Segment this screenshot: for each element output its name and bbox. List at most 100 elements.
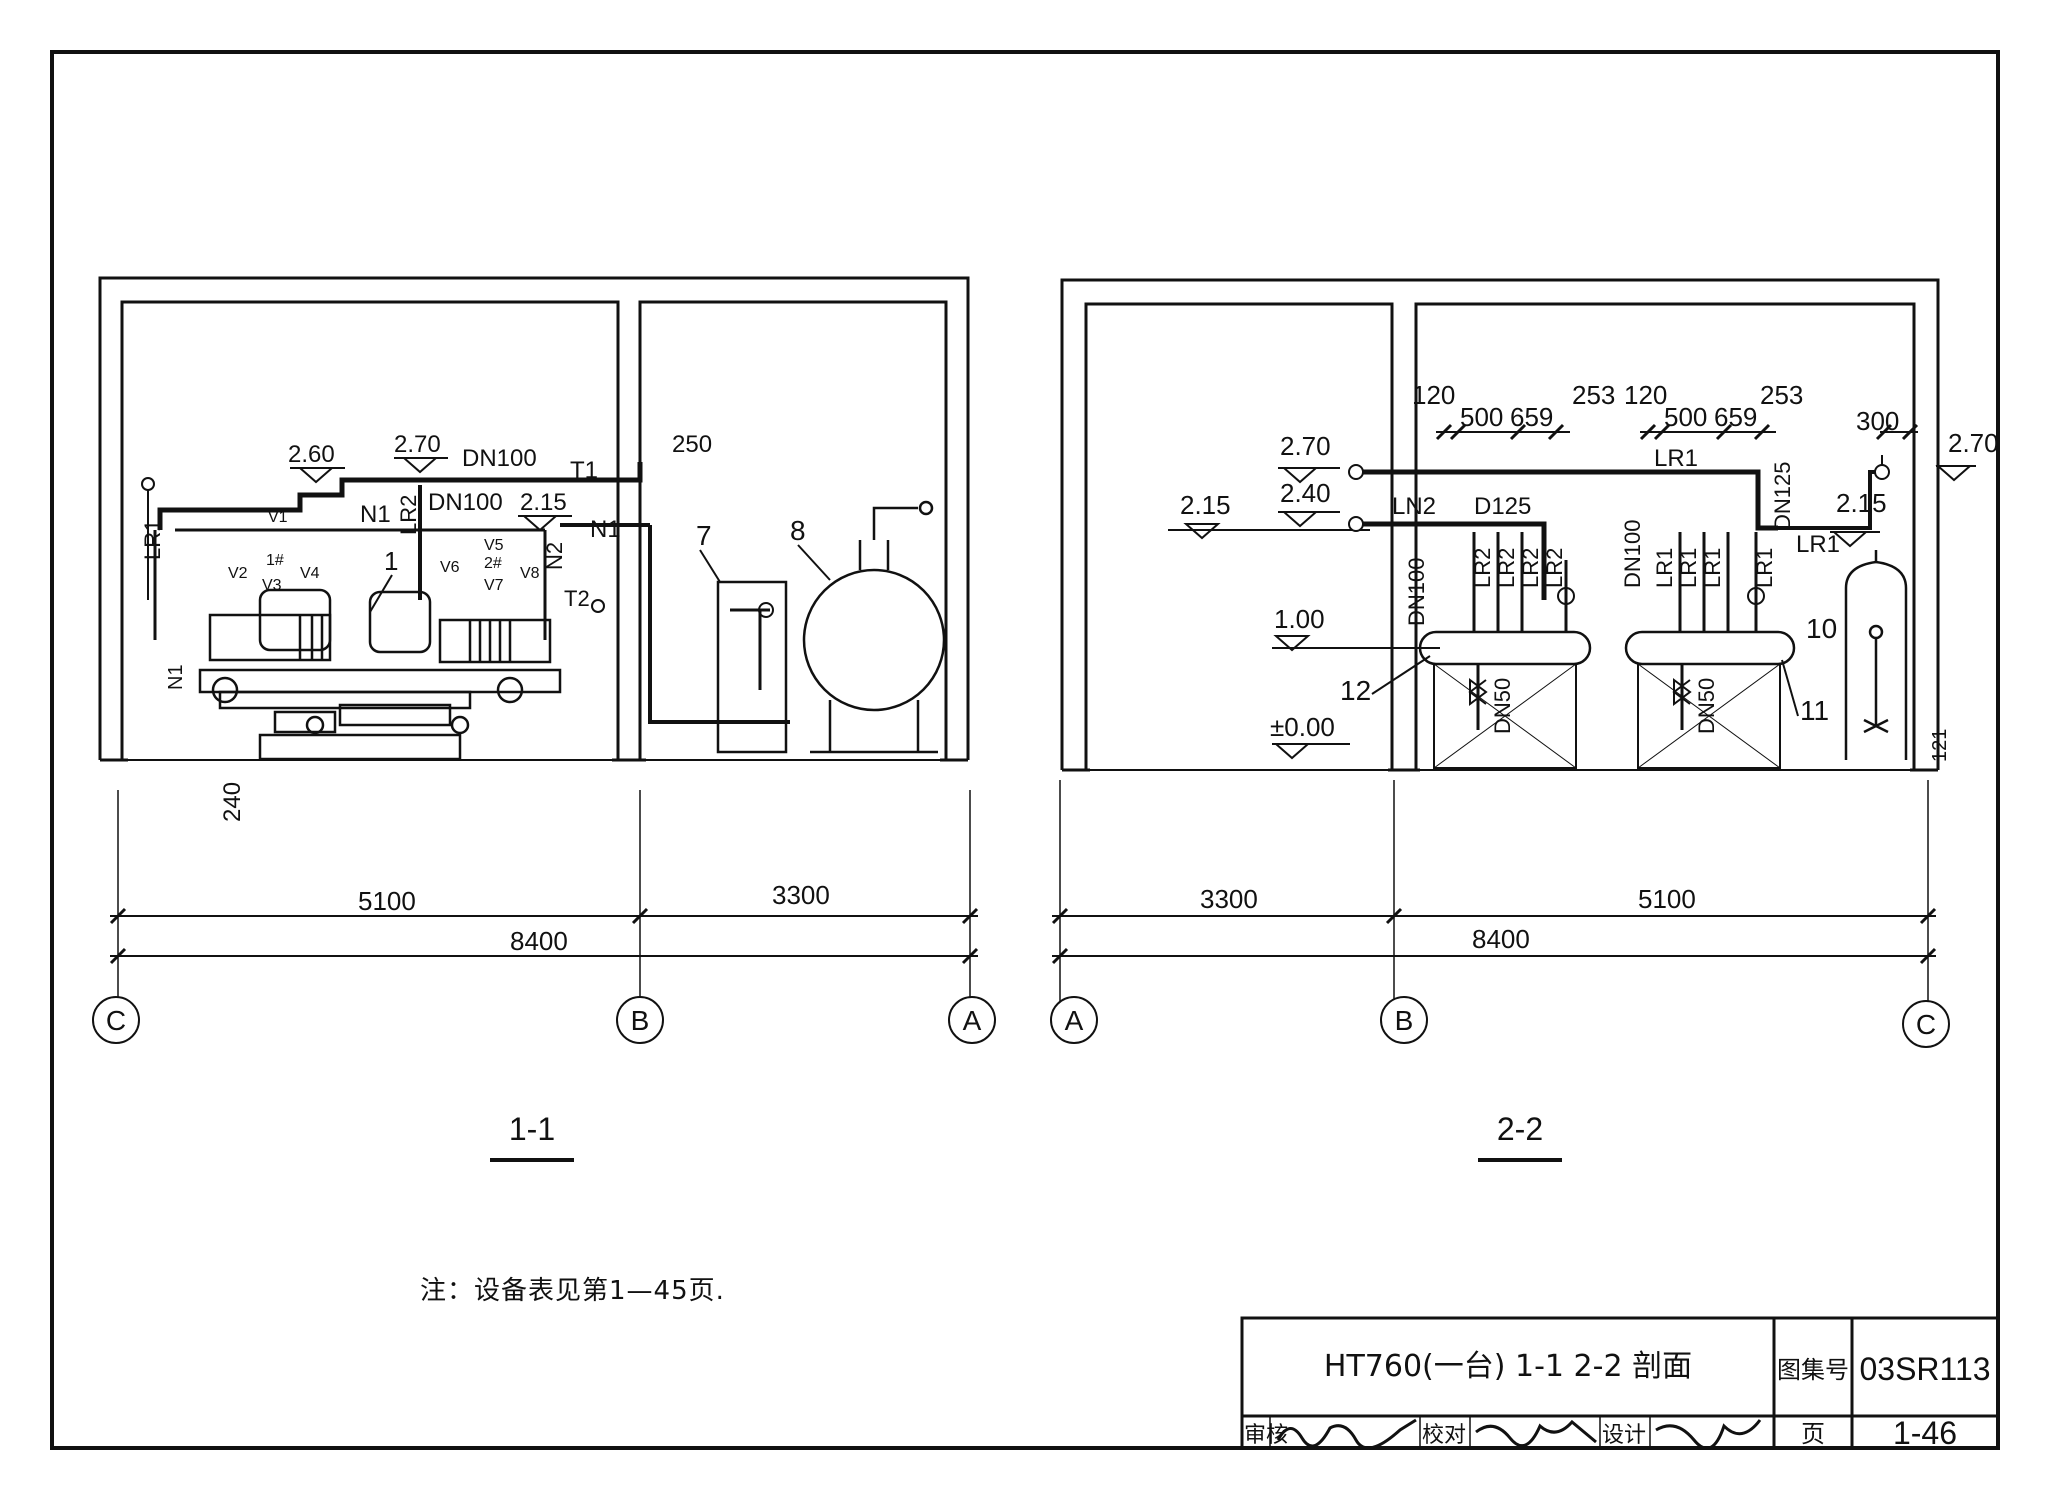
label-lr2: LR2 (396, 495, 421, 535)
signature-checker (1475, 1419, 1597, 1448)
axis-bubble-b (616, 996, 664, 1044)
pipe-branch (418, 485, 790, 724)
dim-8400-a: 8400 (510, 926, 568, 956)
valve-v7: V7 (484, 577, 504, 594)
label-lr1-4: LR1 (1752, 548, 1777, 588)
axis-bubble-a (948, 996, 996, 1044)
dim-121: 121 (1929, 729, 1951, 762)
stand-left (1433, 663, 1577, 769)
label-dn100-b: DN100 (428, 489, 503, 516)
label-lr2-1: LR2 (1470, 548, 1495, 588)
callout-12: 12 (1340, 675, 1371, 706)
equipment-7 (716, 580, 788, 754)
elev-2-70-c: 2.70 (1948, 428, 1999, 458)
pipe-return (153, 528, 547, 640)
chiller-unit (198, 588, 562, 761)
unit-1-mark: 1# (266, 552, 284, 569)
elev-2-15: 2.15 (520, 489, 567, 516)
label-lr2-4: LR2 (1542, 548, 1567, 588)
dim-253-b: 253 (1760, 380, 1803, 410)
label-250: 250 (672, 431, 712, 458)
label-dn100-v2: DN100 (1620, 520, 1645, 588)
dim-3300-b: 3300 (1200, 884, 1258, 914)
callout-7: 7 (696, 520, 712, 551)
valve-v4: V4 (300, 565, 320, 582)
pipe-header-upper (1358, 469, 1778, 531)
label-lr1-right: LR1 (1796, 531, 1840, 558)
collector-left (1418, 630, 1592, 666)
section-1-1: 2.60 2.70 2.15 DN100 DN100 T1 250 N1 N1 … (92, 276, 996, 1162)
label-dn125: DN125 (1770, 462, 1795, 530)
signature-reviewer (1276, 1418, 1417, 1450)
callout-11: 11 (1800, 695, 1829, 726)
sheet-border (50, 50, 2000, 1450)
dim-240: 240 (219, 782, 246, 822)
valve-v8: V8 (520, 565, 540, 582)
page-number: 1-46 (1893, 1415, 1957, 1451)
design-label: 设计 (1602, 1423, 1646, 1448)
dim-500-b: 500 (1664, 402, 1707, 432)
dim-300: 300 (1856, 406, 1899, 436)
atlas-label: 图集号 (1777, 1356, 1849, 1384)
elev-0-00: ±0.00 (1270, 712, 1335, 742)
equipment-10-tank (1844, 550, 1908, 760)
axis-label-c: C (106, 1005, 126, 1036)
label-n1-b: N1 (590, 516, 621, 543)
dim-659-b: 659 (1714, 402, 1757, 432)
unit-2-mark: 2# (484, 555, 502, 572)
dim-253-a: 253 (1572, 380, 1615, 410)
label-lr2-3: LR2 (1518, 548, 1543, 588)
building-outline-1 (98, 276, 970, 762)
valve-v6: V6 (440, 559, 460, 576)
label-t2: T2 (564, 586, 590, 611)
valve-v2: V2 (228, 565, 248, 582)
label-lr1-3: LR1 (1700, 548, 1725, 588)
axis-label-a: A (963, 1005, 982, 1036)
callout-8: 8 (790, 515, 806, 546)
label-lr1-2: LR1 (1676, 548, 1701, 588)
equipment-8-vessel (802, 500, 946, 754)
axis-bubble-c2 (1902, 1000, 1950, 1048)
title-block (1240, 1316, 2000, 1450)
section-title-1-1: 1-1 (509, 1111, 555, 1147)
elev-1-00: 1.00 (1274, 604, 1325, 634)
label-n1-a: N1 (360, 501, 391, 528)
label-n1-c: N1 (165, 664, 187, 690)
collector-right (1624, 630, 1796, 666)
check-label: 校对 (1422, 1423, 1466, 1448)
signature-designer (1655, 1419, 1762, 1450)
dim-8400-b: 8400 (1472, 924, 1530, 954)
label-dn100-a: DN100 (462, 445, 537, 472)
elev-2-70: 2.70 (394, 431, 441, 458)
elev-2-70-b: 2.70 (1280, 431, 1331, 461)
stand-right (1637, 663, 1781, 769)
axis-label-c2: C (1916, 1009, 1936, 1040)
label-n2: N2 (542, 542, 567, 570)
label-lr2-2: LR2 (1494, 548, 1519, 588)
pipe-header-lower (1358, 521, 1547, 600)
label-dn100-v1: DN100 (1404, 558, 1429, 626)
label-lr1-top: LR1 (1654, 445, 1698, 472)
label-lr1-1: LR1 (1652, 548, 1677, 588)
dim-120-b: 120 (1624, 380, 1667, 410)
label-dn50-a: DN50 (1490, 678, 1515, 734)
page-label: 页 (1801, 1420, 1825, 1448)
axis-bubble-c (92, 996, 140, 1044)
footnote: 注：设备表见第1—45页. (420, 1276, 725, 1306)
axis-label-a2: A (1065, 1005, 1084, 1036)
valve-v1: V1 (268, 509, 288, 526)
callout-10: 10 (1806, 613, 1837, 644)
label-d125: D125 (1474, 493, 1531, 520)
elev-2-15-b: 2.15 (1180, 490, 1231, 520)
dim-5100-b: 5100 (1638, 884, 1696, 914)
elev-2-60: 2.60 (288, 441, 335, 468)
label-lr1: LR1 (140, 520, 165, 560)
section-2-2: 2.70 2.40 2.15 1.00 ±0.00 2.15 2.70 120 … (1050, 278, 1999, 1162)
drawing-title: HT760(一台) 1-1 2-2 剖面 (1324, 1349, 1692, 1384)
atlas-number: 03SR113 (1859, 1351, 1990, 1387)
label-t1: T1 (570, 457, 598, 484)
dim-120-a: 120 (1412, 380, 1455, 410)
callout-1: 1 (384, 546, 398, 576)
dim-3300-a: 3300 (772, 880, 830, 910)
